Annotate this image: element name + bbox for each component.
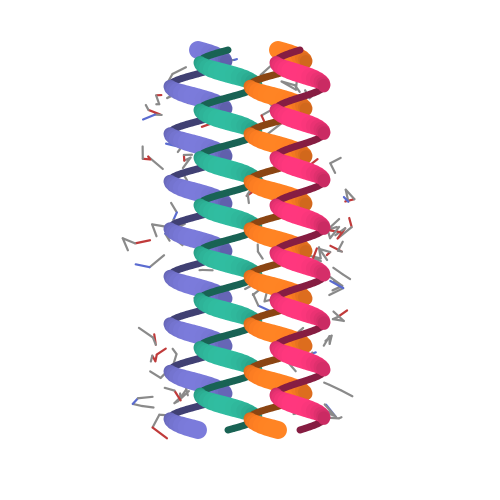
side-chain-stick xyxy=(318,247,332,262)
side-chain-stick xyxy=(323,403,338,419)
side-chain-stick xyxy=(312,247,322,263)
side-chain-stick xyxy=(155,93,163,106)
side-chain-stick xyxy=(181,153,194,170)
side-chain-stick xyxy=(332,266,352,281)
side-chain-stick xyxy=(322,334,333,347)
side-chain-stick xyxy=(331,309,349,323)
side-chain-stick xyxy=(256,243,264,260)
side-chain-stick xyxy=(329,240,344,253)
side-chain-stick xyxy=(121,237,152,252)
side-chain-stick xyxy=(328,279,345,297)
side-chain-stick xyxy=(323,381,354,398)
side-chain-stick xyxy=(342,188,356,203)
side-chain-stick xyxy=(141,113,163,121)
side-chain-stick xyxy=(151,223,167,238)
side-chain-stick xyxy=(163,386,182,402)
side-chain-stick xyxy=(134,254,166,269)
side-chain-stick xyxy=(137,326,157,346)
side-chain-stick xyxy=(329,156,342,174)
helix-ribbons xyxy=(163,41,331,439)
side-chain-stick xyxy=(141,145,164,171)
helix-d-ribbon xyxy=(269,46,331,434)
side-chain-stick xyxy=(131,395,155,409)
side-chain-stick xyxy=(149,347,167,363)
